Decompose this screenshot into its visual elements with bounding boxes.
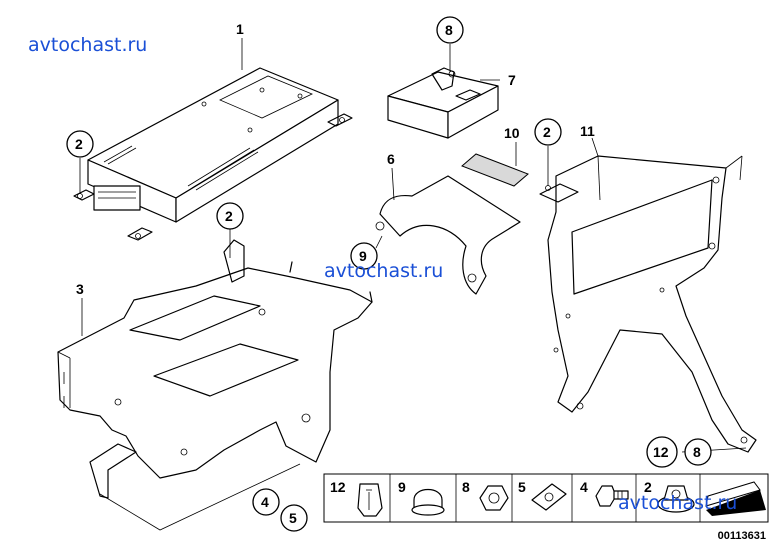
callout-label: 9	[359, 248, 367, 264]
callout-1: 1	[236, 21, 244, 37]
legend-number: 12	[330, 479, 346, 495]
callout-label: 8	[693, 444, 701, 460]
legend-item-12: 12	[330, 479, 383, 517]
watermark: avtochast.ru	[324, 260, 444, 282]
dome-nut-icon	[411, 488, 445, 516]
legend-number: 2	[644, 479, 652, 495]
callout-9: 9	[350, 242, 378, 270]
legend-item-4: 4	[580, 479, 629, 507]
hex-bolt-icon	[595, 485, 629, 507]
callout-11: 11	[580, 123, 595, 139]
callout-label: 8	[445, 22, 453, 38]
legend-item-2: 2	[644, 479, 695, 513]
bracket-11-part[interactable]	[539, 155, 757, 453]
bracket-6-part[interactable]	[375, 175, 521, 295]
callout-label: 1	[236, 21, 244, 37]
callout-label: 6	[387, 151, 395, 167]
callout-3: 3	[76, 281, 84, 297]
legend-number: 9	[398, 479, 406, 495]
leader-lines	[79, 38, 747, 531]
watermark: avtochast.ru	[28, 34, 148, 56]
callout-7: 7	[508, 72, 516, 88]
callout-5: 5	[280, 504, 308, 532]
fastener-legend: 12 9 8 5	[323, 473, 769, 523]
callout-label: 2	[543, 124, 551, 140]
callout-label: 3	[76, 281, 84, 297]
callout-label: 10	[504, 125, 520, 141]
callout-8: 8	[436, 16, 464, 44]
legend-number: 8	[462, 479, 470, 495]
callout-4: 4	[252, 488, 280, 516]
callout-label: 11	[580, 123, 595, 139]
callout-label: 5	[289, 510, 297, 526]
clip-nut-icon	[357, 483, 383, 517]
callout-2a: 2	[66, 130, 94, 158]
callout-12: 12	[646, 436, 678, 468]
legend-item-5: 5	[518, 479, 567, 511]
callout-label: 7	[508, 72, 516, 88]
spring-nut-icon	[531, 483, 567, 511]
callout-10: 10	[504, 125, 520, 141]
callout-8b: 8	[684, 438, 712, 466]
watermark: avtochast.ru	[618, 492, 738, 514]
callout-2c: 2	[534, 118, 562, 146]
legend-item-9: 9	[398, 479, 445, 516]
document-number: 00113631	[717, 530, 766, 542]
flange-nut-icon	[657, 485, 695, 513]
legend-number: 4	[580, 479, 588, 495]
control-module-part[interactable]	[73, 67, 353, 241]
legend-number: 5	[518, 479, 526, 495]
callout-2b: 2	[216, 202, 244, 230]
small-module-part[interactable]	[387, 67, 499, 139]
callout-label: 4	[261, 494, 269, 510]
mounting-tray-part[interactable]	[57, 239, 373, 499]
callout-label: 2	[225, 208, 233, 224]
callout-label: 2	[75, 136, 83, 152]
spacer-shim-icon	[705, 481, 766, 516]
legend-item-8: 8	[462, 479, 509, 511]
callout-label: 12	[653, 444, 669, 460]
hex-nut-icon	[479, 485, 509, 511]
pad-part[interactable]	[461, 153, 529, 187]
callout-6: 6	[387, 151, 395, 167]
